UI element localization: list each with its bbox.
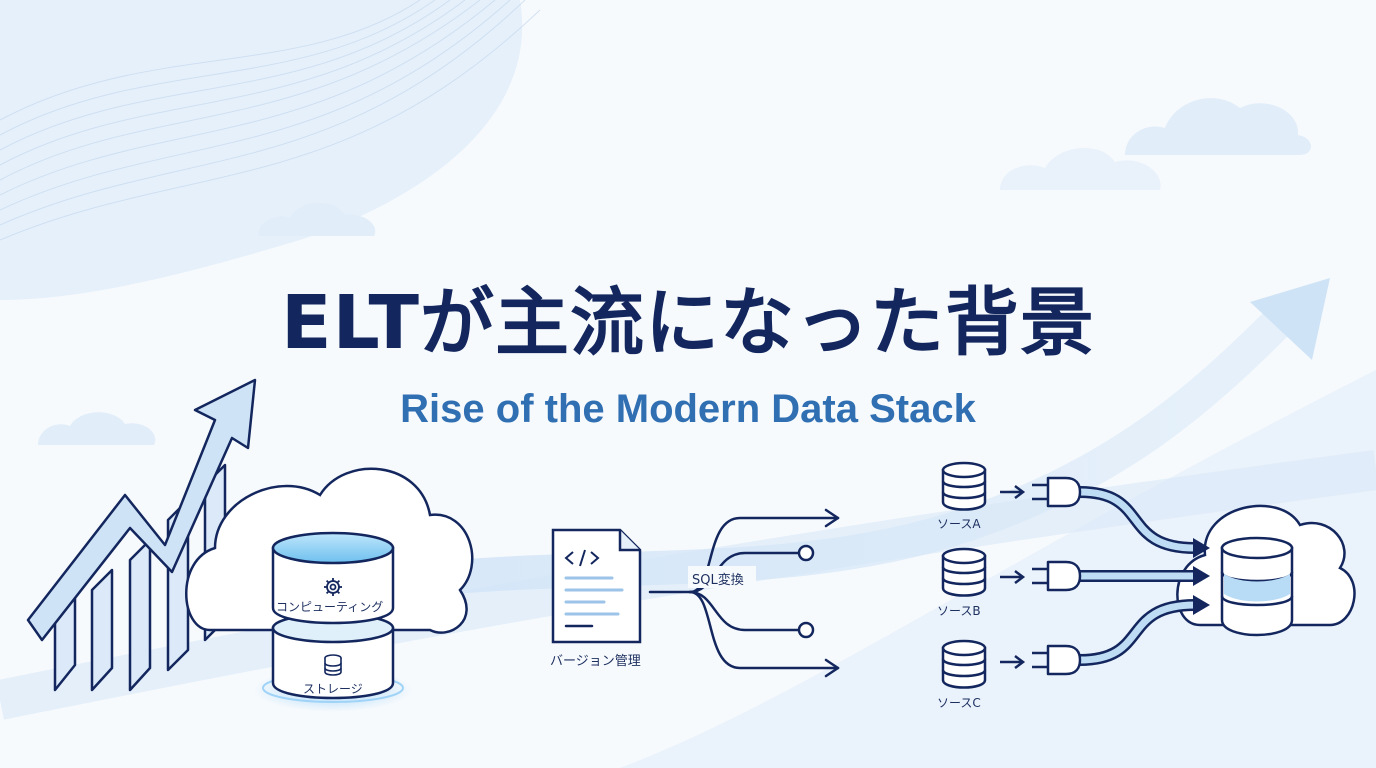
source-b-label: ソースB	[937, 604, 981, 618]
computing-label: コンピューティング	[276, 600, 384, 614]
source-c	[941, 639, 1026, 689]
plug-icon	[1032, 644, 1082, 676]
growth-arrow-icon	[26, 378, 257, 642]
plug-icon	[1032, 560, 1082, 592]
bar-3	[128, 538, 152, 692]
storage-label: ストレージ	[303, 682, 363, 696]
compute-storage-cloud	[185, 467, 474, 712]
version-control-label: バージョン管理	[550, 654, 641, 669]
page-subtitle: Rise of the Modern Data Stack	[400, 387, 976, 431]
cloud-icon	[38, 98, 1312, 445]
page-title: ELTが主流になった背景	[281, 280, 1095, 366]
database-icon	[324, 654, 342, 676]
source-a-label: ソースA	[937, 517, 981, 531]
source-a	[941, 461, 1026, 511]
plug-icon	[1032, 476, 1082, 508]
database-icon	[1220, 536, 1294, 637]
sql-transform-label: SQL変換	[692, 573, 744, 588]
bar-2	[90, 568, 114, 692]
sources-to-warehouse	[941, 461, 1356, 689]
source-c-label: ソースC	[937, 696, 981, 710]
version-control-transform	[551, 508, 840, 678]
gear-icon	[324, 578, 342, 596]
source-b	[941, 547, 1026, 597]
